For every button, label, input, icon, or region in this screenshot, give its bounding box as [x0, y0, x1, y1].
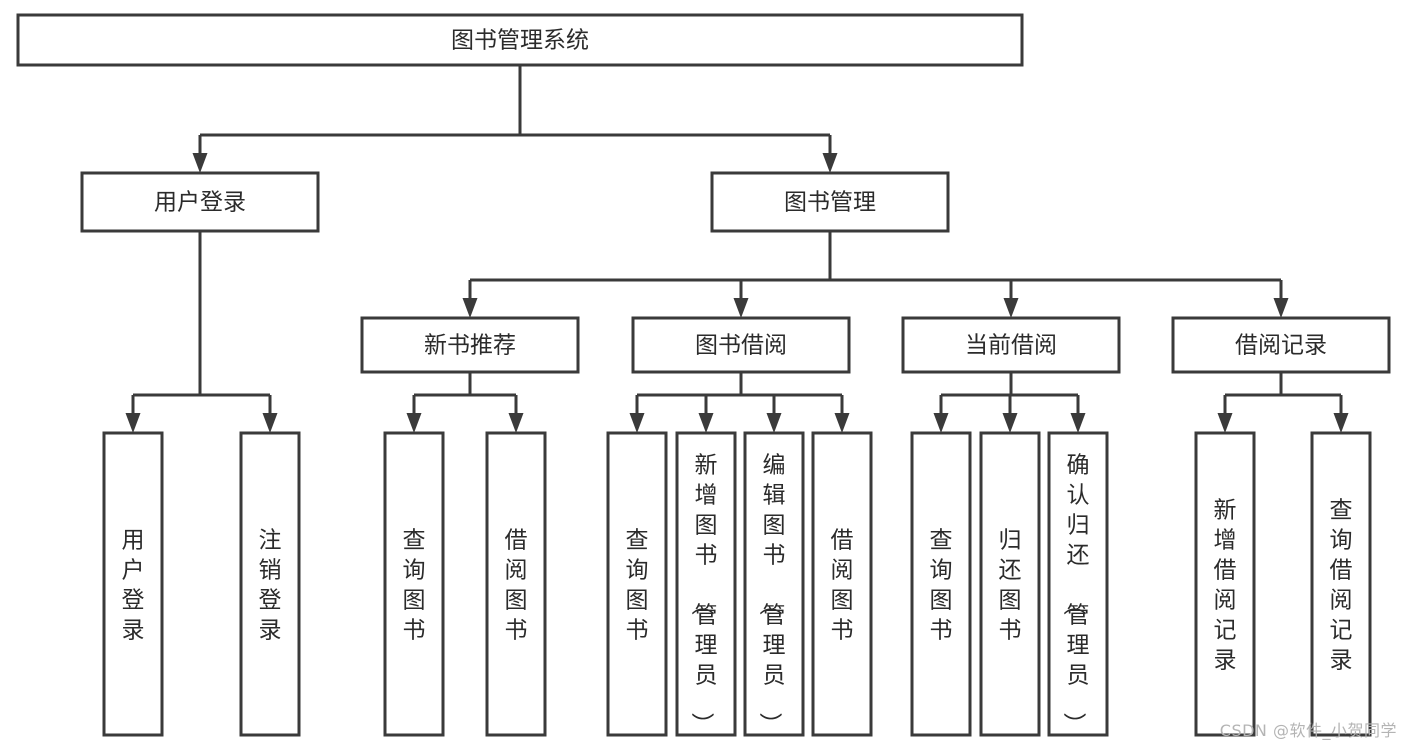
node-leaf-query-book-2[interactable]: 查询图书 — [606, 431, 668, 737]
node-label: 新书推荐 — [424, 333, 516, 359]
node-box — [743, 431, 805, 737]
node-box — [631, 316, 851, 374]
edge-arrowhead — [698, 413, 714, 433]
edge-arrowhead — [1217, 413, 1233, 433]
node-root[interactable]: 图书管理系统 — [16, 13, 1024, 67]
node-leaf-borrow-book-2[interactable]: 借阅图书 — [811, 431, 873, 737]
edge-arrowhead — [766, 413, 782, 433]
edge-arrowhead — [1003, 298, 1019, 318]
node-leaf-query-book-3[interactable]: 查询图书 — [910, 431, 972, 737]
edge-arrowhead — [406, 413, 422, 433]
node-box — [239, 431, 301, 737]
edge-arrowhead — [822, 153, 838, 173]
node-leaf-return-book[interactable]: 归还图书 — [979, 431, 1041, 737]
node-label: 图书管理 — [784, 190, 876, 216]
node-leaf-user-logout[interactable]: 注销登录 — [239, 431, 301, 737]
node-box — [979, 431, 1041, 737]
node-box — [811, 431, 873, 737]
edge-arrowhead — [1333, 413, 1349, 433]
node-label: 图书管理系统 — [451, 28, 589, 54]
edge-arrowhead — [125, 413, 141, 433]
edge-arrowhead — [1002, 413, 1018, 433]
edge-arrowhead — [834, 413, 850, 433]
node-label: 用户登录 — [122, 527, 145, 643]
node-box — [360, 316, 580, 374]
node-book-manage[interactable]: 图书管理 — [710, 171, 950, 233]
edge-arrowhead — [933, 413, 949, 433]
edge-arrowhead — [1273, 298, 1289, 318]
node-box — [675, 431, 737, 737]
node-label: 查询图书 — [626, 527, 649, 643]
node-box — [383, 431, 445, 737]
node-label: 借阅图书 — [505, 527, 528, 643]
node-label: 图书借阅 — [695, 333, 787, 359]
node-label: 借阅图书 — [831, 527, 854, 643]
edge-arrowhead — [462, 298, 478, 318]
node-box — [16, 13, 1024, 67]
node-leaf-add-record[interactable]: 新增借阅记录 — [1194, 431, 1256, 737]
connector-layer — [125, 65, 1349, 433]
node-label: 归还图书 — [999, 527, 1022, 643]
node-box — [485, 431, 547, 737]
node-label: 编辑图书（管理员） — [757, 452, 786, 735]
node-user-login[interactable]: 用户登录 — [80, 171, 320, 233]
edge-arrowhead — [508, 413, 524, 433]
node-box — [901, 316, 1121, 374]
node-box — [102, 431, 164, 737]
node-leaf-add-book[interactable]: 新增图书（管理员） — [675, 431, 737, 737]
node-leaf-query-record[interactable]: 查询借阅记录 — [1310, 431, 1372, 737]
node-box — [1047, 431, 1109, 737]
node-box — [910, 431, 972, 737]
node-leaf-borrow-book-1[interactable]: 借阅图书 — [485, 431, 547, 737]
node-leaf-query-book-1[interactable]: 查询图书 — [383, 431, 445, 737]
node-layer: 图书管理系统用户登录图书管理新书推荐图书借阅当前借阅借阅记录用户登录注销登录查询… — [16, 13, 1391, 737]
edge-arrowhead — [1070, 413, 1086, 433]
node-label: 查询图书 — [930, 527, 953, 643]
node-box — [1194, 431, 1256, 737]
node-label: 当前借阅 — [965, 333, 1057, 359]
edge-arrowhead — [262, 413, 278, 433]
node-new-book-rec[interactable]: 新书推荐 — [360, 316, 580, 374]
node-label: 用户登录 — [154, 190, 246, 216]
edge-arrowhead — [192, 153, 208, 173]
node-label: 借阅记录 — [1235, 333, 1327, 359]
node-label: 新增图书（管理员） — [689, 452, 718, 735]
node-box — [1310, 431, 1372, 737]
node-book-borrow[interactable]: 图书借阅 — [631, 316, 851, 374]
node-label: 新增借阅记录 — [1214, 497, 1237, 673]
node-leaf-user-login[interactable]: 用户登录 — [102, 431, 164, 737]
node-box — [80, 171, 320, 233]
edge-arrowhead — [733, 298, 749, 318]
edge-arrowhead — [629, 413, 645, 433]
node-current-borrow[interactable]: 当前借阅 — [901, 316, 1121, 374]
node-box — [710, 171, 950, 233]
node-label: 查询图书 — [403, 527, 426, 643]
node-borrow-record[interactable]: 借阅记录 — [1171, 316, 1391, 374]
node-label: 查询借阅记录 — [1330, 497, 1353, 673]
node-box — [1171, 316, 1391, 374]
node-label: 确认归还（管理员） — [1061, 452, 1090, 735]
node-leaf-edit-book[interactable]: 编辑图书（管理员） — [743, 431, 805, 737]
node-leaf-confirm-return[interactable]: 确认归还（管理员） — [1047, 431, 1109, 737]
node-box — [606, 431, 668, 737]
node-label: 注销登录 — [259, 527, 282, 643]
